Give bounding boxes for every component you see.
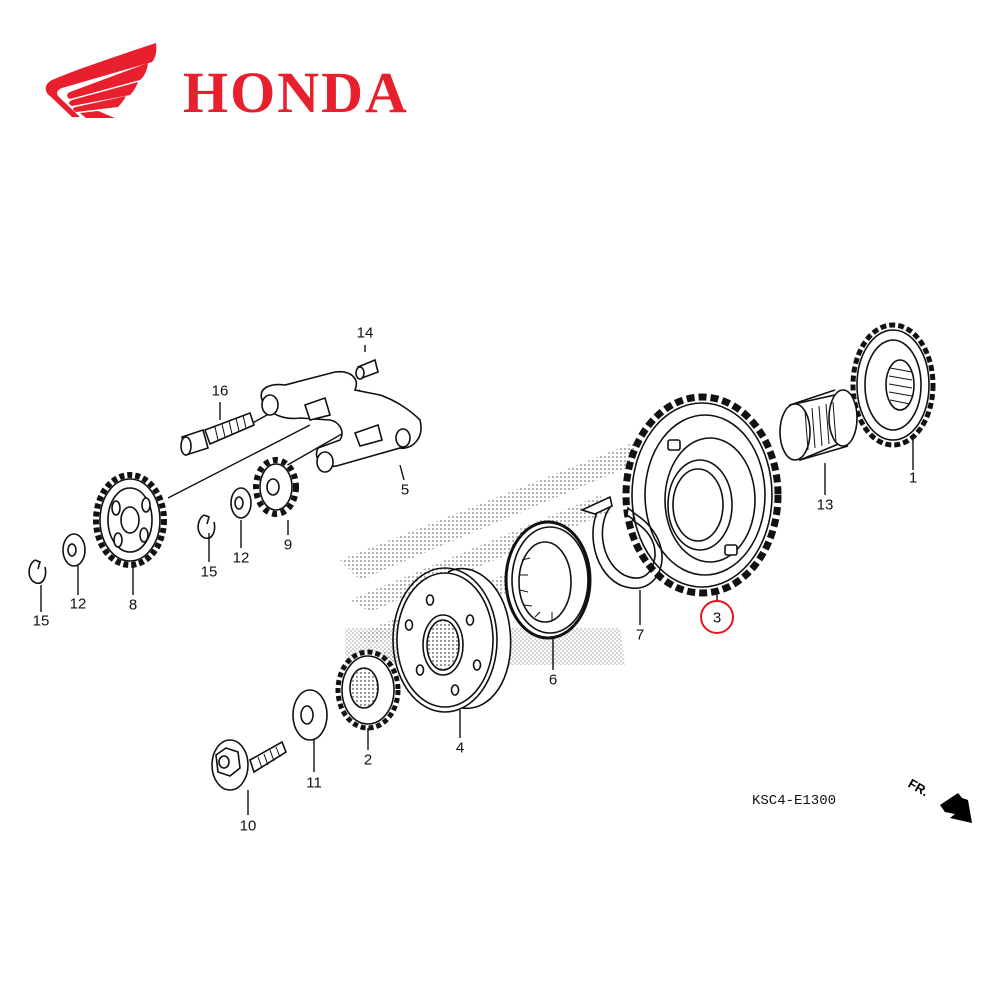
part-5-idler-arm[interactable] — [260, 370, 422, 473]
part-6-one-way-clutch[interactable] — [504, 520, 592, 640]
honda-logo-text: HONDA — [183, 60, 409, 125]
part-4-starter-clutch-outer[interactable] — [392, 567, 512, 713]
callout-15-left[interactable]: 15 — [32, 612, 50, 630]
part-11-washer[interactable] — [292, 689, 328, 741]
honda-wing-icon — [45, 43, 157, 118]
part-3-starter-driven-gear[interactable] — [622, 393, 782, 597]
front-direction-arrow-icon — [940, 793, 972, 823]
callout-10[interactable]: 10 — [239, 817, 257, 835]
callout-6[interactable]: 6 — [548, 671, 558, 689]
part-10-flange-bolt[interactable] — [211, 739, 287, 791]
highlight-ring — [700, 600, 734, 634]
callout-7[interactable]: 7 — [635, 626, 645, 644]
callout-3[interactable]: 3 — [712, 609, 722, 627]
callout-13[interactable]: 13 — [816, 496, 834, 514]
callout-12-left[interactable]: 12 — [69, 595, 87, 613]
part-15-snap-ring-left[interactable] — [28, 559, 47, 585]
part-15-snap-ring-right[interactable] — [197, 514, 216, 540]
callout-14[interactable]: 14 — [356, 324, 374, 342]
part-12-washer-left[interactable] — [62, 533, 86, 567]
part-12-washer-right[interactable] — [230, 487, 252, 519]
callout-2[interactable]: 2 — [363, 751, 373, 769]
part-13-needle-bearing[interactable] — [779, 389, 858, 462]
callout-4[interactable]: 4 — [455, 739, 465, 757]
callout-12-right[interactable]: 12 — [232, 549, 250, 567]
callout-11[interactable]: 11 — [306, 774, 322, 792]
part-7-retainer-plate[interactable] — [579, 495, 663, 589]
part-14-dowel-pin[interactable] — [355, 358, 379, 380]
callout-9[interactable]: 9 — [283, 536, 293, 554]
callout-16[interactable]: 16 — [211, 382, 229, 400]
callout-8[interactable]: 8 — [128, 596, 138, 614]
callout-1[interactable]: 1 — [908, 469, 918, 487]
diagram-code: KSC4-E1300 — [752, 793, 837, 809]
callout-5[interactable]: 5 — [400, 481, 410, 499]
callout-15-right[interactable]: 15 — [200, 563, 218, 581]
part-16-socket-bolt[interactable] — [180, 411, 255, 457]
part-8-gear[interactable] — [93, 472, 167, 568]
part-9-idle-gear[interactable] — [253, 457, 299, 517]
part-2-spline-gear[interactable] — [335, 649, 401, 731]
part-1-gear[interactable] — [850, 322, 936, 448]
